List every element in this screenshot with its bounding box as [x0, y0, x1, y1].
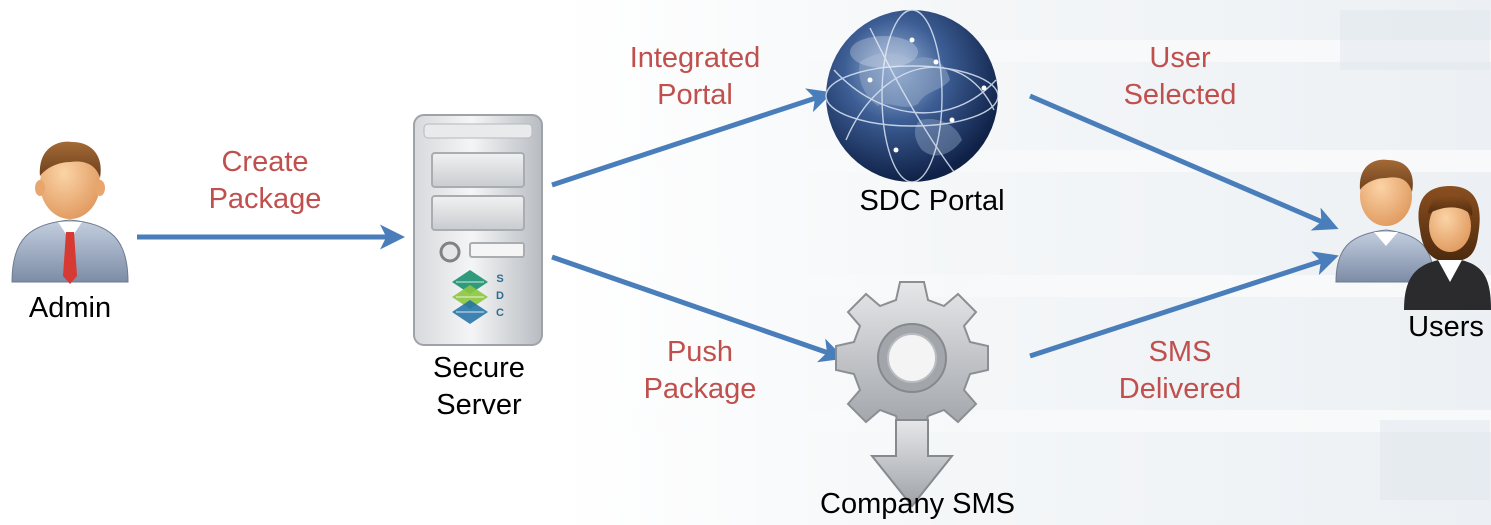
label-line: Package: [208, 183, 322, 215]
logo-letter: D: [496, 290, 504, 302]
label-line: Secure: [433, 352, 525, 384]
node-label-users: Users: [1408, 311, 1484, 343]
globe-icon: [825, 9, 999, 183]
label-line: Delivered: [1118, 373, 1242, 405]
logo-letter: S: [496, 273, 503, 285]
edge-label-push-package: Push Package: [625, 334, 775, 408]
label-line: Server: [436, 389, 522, 421]
label-line: SMS: [1148, 336, 1212, 368]
label-line: Push: [666, 336, 734, 368]
server-tower-icon: S D C: [413, 114, 543, 346]
node-label-company-sms: Company SMS: [820, 488, 1016, 520]
background-stripe: [560, 40, 1491, 62]
background-block: [1340, 10, 1490, 70]
edge-label-user-selected: User Selected: [1100, 40, 1260, 114]
arrow-sms-to-users: [1029, 251, 1339, 359]
label-line: User: [1149, 42, 1211, 74]
edge-label-sms-delivered: SMS Delivered: [1100, 334, 1260, 408]
gear-download-icon: [835, 281, 989, 508]
arrow-server-to-portal: [551, 88, 833, 188]
label-line: Integrated: [629, 42, 761, 74]
background-block: [1380, 420, 1490, 500]
admin-user-icon: [11, 141, 129, 284]
sdc-logo: S D C: [452, 270, 504, 324]
users-group-icon: [1335, 159, 1491, 310]
node-label-secure-server: Secure Server: [420, 350, 538, 424]
label-line: Package: [643, 373, 757, 405]
logo-letter: C: [496, 307, 504, 319]
edge-label-create-package: Create Package: [190, 144, 340, 218]
background-stripe: [560, 150, 1491, 172]
node-label-sdc-portal: SDC Portal: [859, 185, 1005, 217]
edge-label-integrated-portal: Integrated Portal: [610, 40, 780, 114]
label-line: Selected: [1123, 79, 1237, 111]
label-line: Create: [221, 146, 309, 178]
label-line: Portal: [657, 79, 733, 111]
background-stripe: [560, 410, 1491, 432]
arrow-portal-to-users: [1029, 93, 1339, 231]
arrow-server-to-sms: [551, 254, 845, 363]
node-label-admin: Admin: [28, 292, 112, 324]
